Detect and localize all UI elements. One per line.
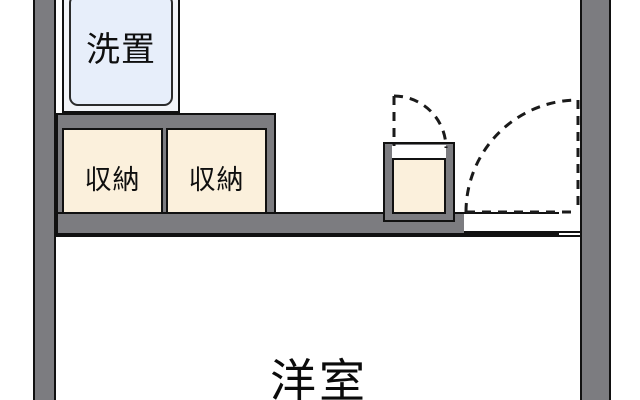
alcove-fixture bbox=[392, 158, 446, 214]
washer-space-label: 洗置 bbox=[86, 30, 156, 70]
main-room-floor bbox=[56, 235, 580, 400]
wall-left-exterior bbox=[33, 0, 56, 400]
main-room-label: 洋室 bbox=[270, 354, 368, 400]
alcove-door-swing bbox=[392, 94, 448, 149]
closet-left-label: 収納 bbox=[84, 164, 141, 196]
alcove-door-gap bbox=[392, 145, 446, 159]
closet-right-label: 収納 bbox=[188, 164, 245, 196]
wall-right-exterior bbox=[580, 0, 611, 400]
entry-door-threshold-gap bbox=[464, 214, 580, 233]
entry-door-swing bbox=[464, 98, 580, 214]
washer-space: 洗置 bbox=[69, 0, 173, 106]
entry-door-threshold-line bbox=[464, 231, 580, 233]
main-room-top-edge bbox=[56, 235, 580, 237]
